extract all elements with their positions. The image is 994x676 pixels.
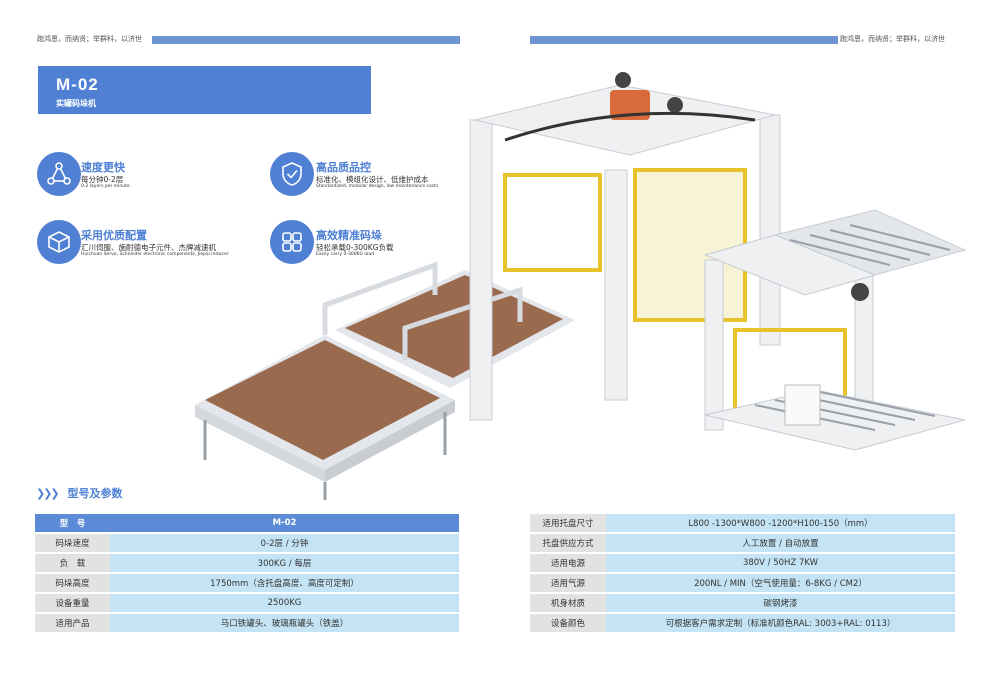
header-slogan-right: 跑鸿恩，而纳贤；举群科，以济世 [840, 35, 945, 43]
param-key: 托盘供应方式 [530, 534, 606, 552]
param-value: 0-2层 / 分钟 [110, 534, 459, 552]
param-value: 380V / 50HZ 7KW [606, 554, 955, 572]
param-key: 型 号 [35, 514, 110, 532]
param-key: 机身材质 [530, 594, 606, 612]
param-value: 200NL / MIN（空气使用量：6-8KG / CM2） [606, 574, 955, 592]
param-key: 负 载 [35, 554, 110, 572]
header-bar-left [152, 36, 460, 44]
table-row: 机身材质碳钢烤漆 [530, 594, 955, 612]
feature-desc-speed: 每分钟0-2层 [81, 175, 124, 184]
shield-check-icon [270, 152, 314, 196]
header-slogan-left: 跑鸿恩，而纳贤；举群科，以济世 [37, 35, 142, 43]
table-row: 托盘供应方式人工放置 / 自动放置 [530, 534, 955, 552]
feature-en-config: Huichuan Servo, Schneider electronic com… [81, 252, 229, 257]
feature-title-quality: 高品质品控 [316, 161, 371, 174]
param-key: 适用产品 [35, 614, 110, 632]
network-icon [37, 152, 81, 196]
feature-en-speed: 0-2 layers per minute [81, 184, 130, 189]
model-name: M-02 [56, 75, 99, 94]
box-icon [37, 220, 81, 264]
grid-icon [270, 220, 314, 264]
feature-en-precise: Easily carry 0-300KG load [316, 252, 375, 257]
palletizer-machine-image [195, 72, 967, 500]
chevron-right-icon: ❯❯❯ [36, 487, 60, 500]
param-value: 人工放置 / 自动放置 [606, 534, 955, 552]
model-title-box: M-02 实罐码垛机 [38, 66, 371, 114]
table-row: 适用产品马口铁罐头、玻璃瓶罐头（铁盖） [35, 614, 459, 632]
section-title-params: ❯❯❯ 型号及参数 [36, 487, 123, 500]
feature-title-precise: 高效精准码垛 [316, 229, 382, 242]
param-value: 马口铁罐头、玻璃瓶罐头（铁盖） [110, 614, 459, 632]
param-value: 可根据客户需求定制（标准机颜色RAL: 3003+RAL: 0113） [606, 614, 955, 632]
param-key: 适用托盘尺寸 [530, 514, 606, 532]
param-value: 2500KG [110, 594, 459, 612]
feature-desc-quality: 标准化、模组化设计、低维护成本 [316, 175, 429, 184]
feature-desc-config: 汇川伺服、施耐德电子元件、杰牌减速机 [81, 243, 216, 252]
param-key: 适用电源 [530, 554, 606, 572]
param-value: L800 -1300*W800 -1200*H100-150（mm） [606, 514, 955, 532]
param-key: 适用气源 [530, 574, 606, 592]
param-value: 1750mm（含托盘高度、高度可定制） [110, 574, 459, 592]
param-key: 设备重量 [35, 594, 110, 612]
model-subtitle: 实罐码垛机 [56, 99, 96, 108]
param-key: 码垛速度 [35, 534, 110, 552]
param-key: 设备颜色 [530, 614, 606, 632]
param-value: 300KG / 每层 [110, 554, 459, 572]
feature-title-speed: 速度更快 [81, 161, 125, 174]
feature-en-quality: Standardized, modular design, low mainte… [316, 184, 439, 189]
header-bar-right [530, 36, 838, 44]
param-value: 碳钢烤漆 [606, 594, 955, 612]
feature-title-config: 采用优质配置 [81, 229, 147, 242]
param-key: 码垛高度 [35, 574, 110, 592]
param-value: M-02 [110, 514, 459, 532]
table-row: 设备颜色可根据客户需求定制（标准机颜色RAL: 3003+RAL: 0113） [530, 614, 955, 632]
feature-desc-precise: 轻松承载0-300KG负载 [316, 243, 394, 252]
